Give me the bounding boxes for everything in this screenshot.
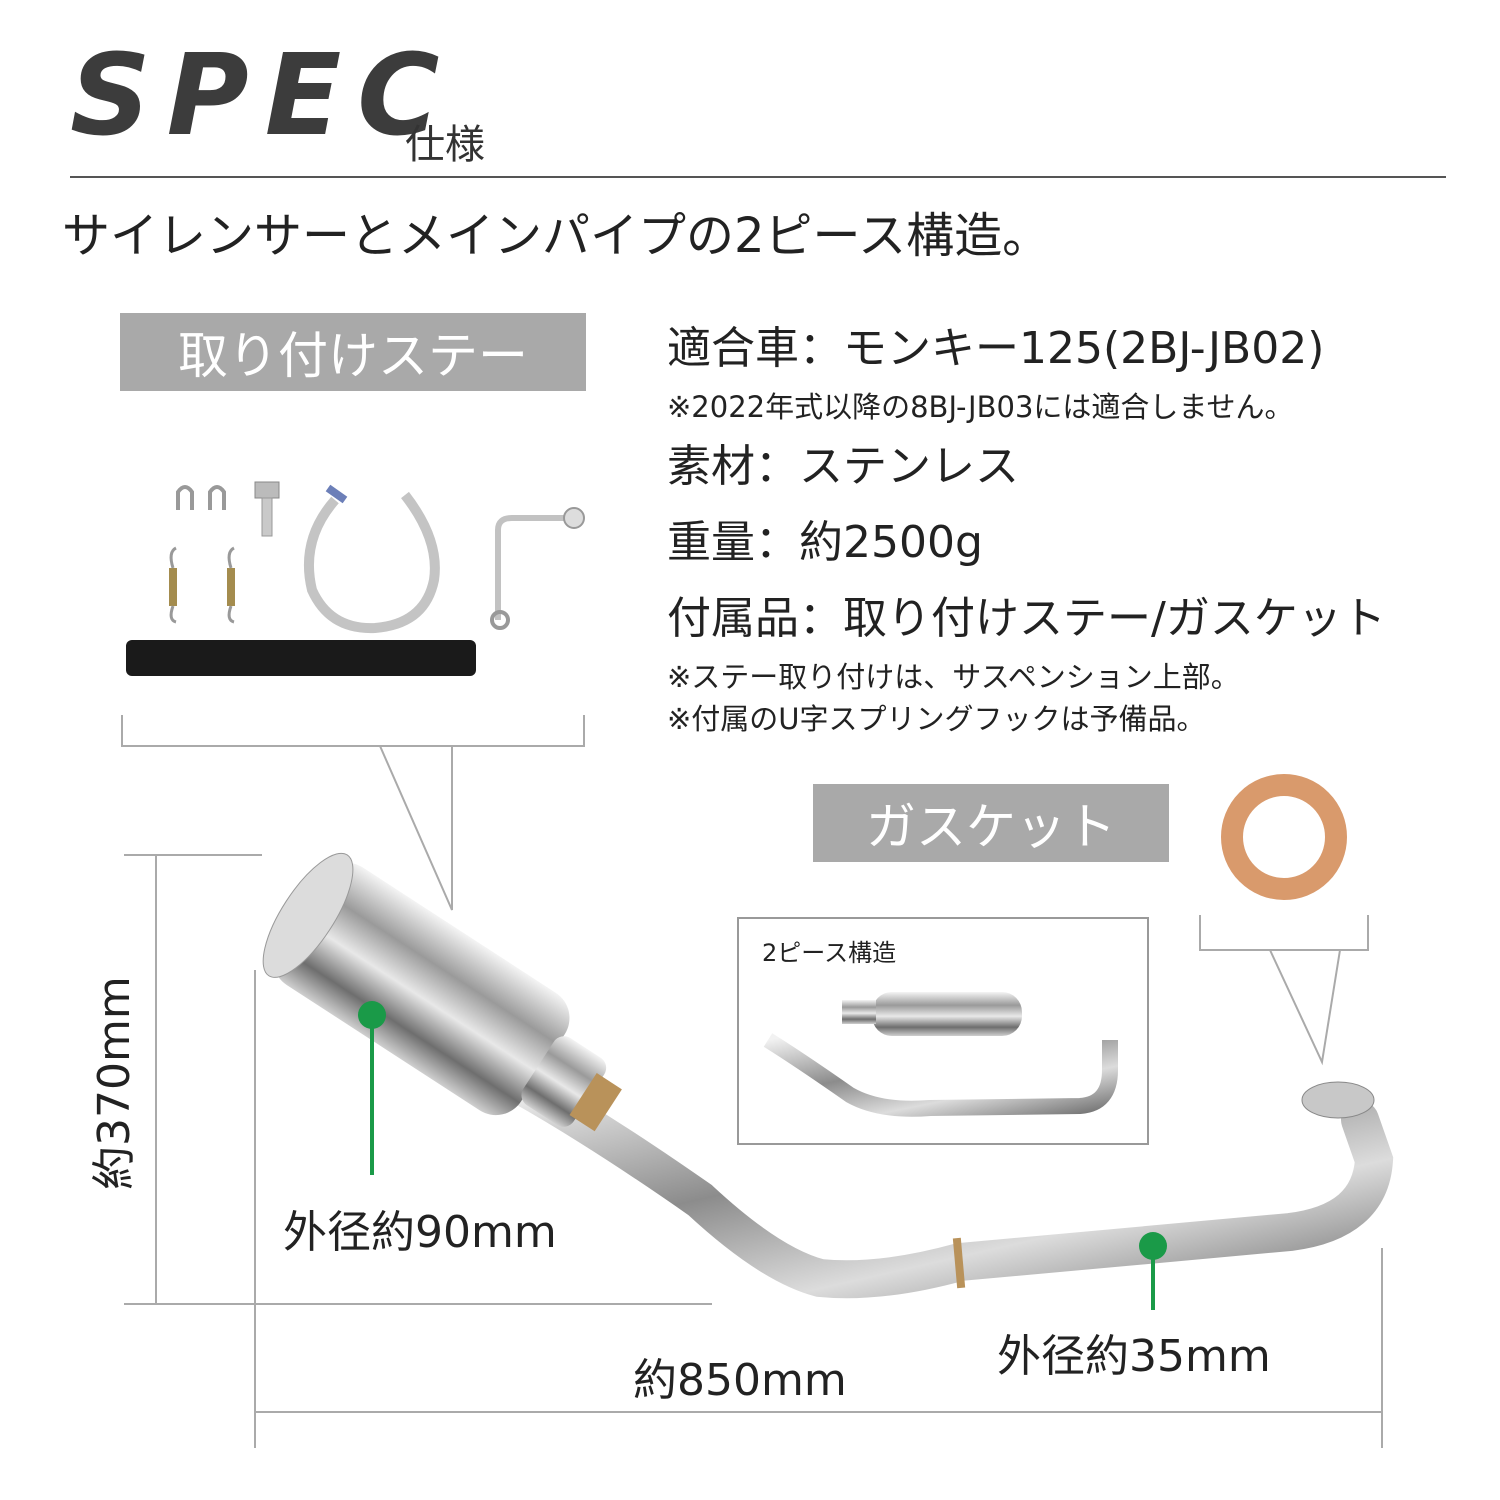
- stay-bracket-icon: [490, 507, 585, 630]
- spec-accessories: 付属品：取り付けステー/ガスケット: [667, 593, 1386, 644]
- length-dimension: 約850mm: [633, 1355, 847, 1406]
- main-pipe-icon: [501, 1066, 1394, 1299]
- height-dimension-line: [124, 854, 712, 1305]
- spec-note-hook: ※付属のU字スプリングフックは予備品。: [667, 702, 1206, 736]
- spec-material: 素材：ステンレス: [667, 441, 1019, 492]
- header-divider: [70, 176, 1446, 178]
- pipe-od-label: 外径約35mm: [997, 1331, 1271, 1382]
- length-dimension-line: [254, 970, 1383, 1448]
- pipe-od-marker: [1139, 1232, 1167, 1310]
- band-clamp-icon: [303, 484, 440, 634]
- gasket-label: ガスケット: [813, 784, 1169, 862]
- stay-callout-bracket: [121, 715, 585, 747]
- stay-label: 取り付けステー: [120, 313, 586, 391]
- gasket-callout-bracket: [1199, 915, 1369, 951]
- silencer-od-marker: [358, 1001, 386, 1175]
- silencer-od-label: 外径約90mm: [283, 1207, 557, 1258]
- spec-weight: 重量：約2500g: [667, 517, 983, 568]
- spec-vehicle-note: ※2022年式以降の8BJ-JB03には適合しません。: [667, 390, 1294, 424]
- flange-icon: [1301, 1081, 1375, 1119]
- spec-vehicle: 適合車：モンキー125(2BJ-JB02): [667, 323, 1325, 374]
- headline: サイレンサーとメインパイプの2ピース構造。: [62, 208, 1051, 264]
- height-dimension: 約370mm: [89, 976, 140, 1190]
- spring-icon: [169, 568, 235, 606]
- two-piece-label: 2ピース構造: [762, 939, 897, 967]
- u-hook-icon: [176, 485, 226, 510]
- gasket-ring-icon: [1221, 774, 1347, 900]
- spec-title: SPEC: [70, 31, 456, 161]
- inset-pipe-icon: [763, 1033, 1118, 1117]
- inset-silencer-icon: [842, 992, 1022, 1036]
- spec-note-stay: ※ステー取り付けは、サスペンション上部。: [667, 660, 1240, 694]
- rubber-strip-icon: [126, 640, 476, 676]
- spec-subtitle: 仕様: [405, 122, 485, 168]
- main-silencer-icon: [262, 852, 622, 1132]
- bolt-icon: [254, 481, 280, 537]
